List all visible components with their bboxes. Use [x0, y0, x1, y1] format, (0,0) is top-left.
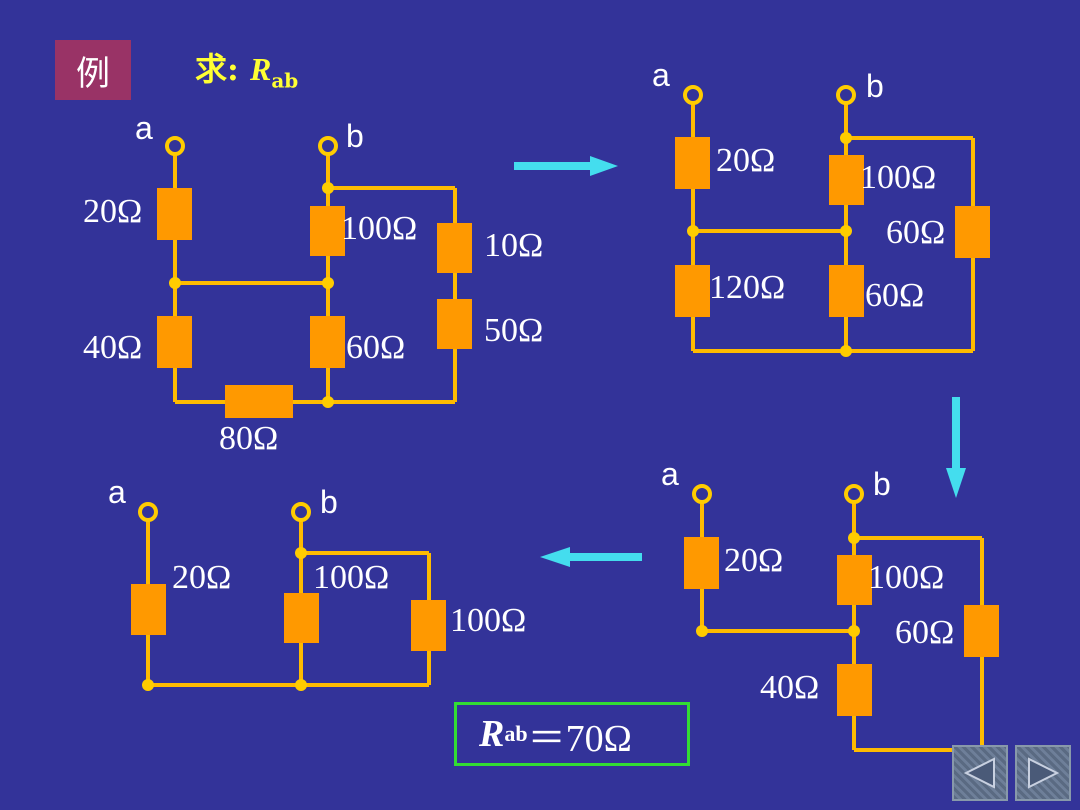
resistor-label-r3: 60Ω — [886, 214, 946, 251]
resistor-label-r5: 40Ω — [83, 329, 143, 366]
node-label-a: a — [661, 456, 679, 492]
result-subscript: ab — [504, 721, 528, 746]
title-variable: R — [249, 51, 272, 87]
node-label-b: b — [873, 466, 891, 502]
resistor-label-r3: 100Ω — [450, 602, 527, 639]
triangle-right-icon — [1028, 757, 1060, 789]
circuit-4-resistors — [131, 584, 446, 651]
resistor-label-r5: 60Ω — [865, 277, 925, 314]
circuit-3-terminals — [692, 484, 864, 504]
resistor-label-r4: 50Ω — [484, 312, 544, 349]
resistor-100-ohm — [837, 555, 872, 605]
node-label-a: a — [652, 57, 670, 93]
resistor-10-ohm — [437, 223, 472, 273]
circuit-1-nodes — [169, 182, 334, 408]
resistor-20-ohm — [684, 537, 719, 589]
node-label-a: a — [108, 474, 126, 510]
resistor-100-ohm — [829, 155, 864, 205]
terminal-a — [683, 85, 703, 105]
circuit-3-nodes — [696, 532, 860, 637]
circuit-3-resistors — [684, 537, 999, 716]
resistor-60-ohm — [955, 206, 990, 258]
resistor-label-r1: 20Ω — [172, 559, 232, 596]
resistor-20-ohm — [675, 137, 710, 189]
resistor-100-ohm-right — [411, 600, 446, 651]
resistor-label-r7: 80Ω — [219, 420, 279, 457]
resistor-60-ohm-lower — [829, 265, 864, 317]
prev-slide-button[interactable] — [952, 745, 1008, 801]
resistor-label-r2: 100Ω — [313, 559, 390, 596]
terminal-b — [291, 502, 311, 522]
terminal-b — [836, 85, 856, 105]
problem-title: 求: Rab — [195, 44, 298, 92]
terminal-a — [692, 484, 712, 504]
resistor-100-ohm — [284, 593, 319, 643]
resistor-100-ohm — [310, 206, 345, 256]
circuit-1-terminals — [165, 136, 338, 156]
example-badge: 例 — [55, 40, 131, 100]
resistor-40-ohm — [157, 316, 192, 368]
node-label-b: b — [320, 484, 338, 520]
node-label-b: b — [346, 118, 364, 154]
result-variable: R — [479, 713, 505, 755]
resistor-label-r4: 40Ω — [760, 669, 820, 706]
resistor-60-ohm — [310, 316, 345, 368]
next-slide-button[interactable] — [1015, 745, 1071, 801]
resistor-40-ohm — [837, 664, 872, 716]
resistor-label-r6: 60Ω — [346, 329, 406, 366]
resistor-label-r1: 20Ω — [724, 542, 784, 579]
circuit-1-resistors — [157, 188, 472, 418]
resistor-20-ohm — [157, 188, 192, 240]
circuit-2-resistors — [675, 137, 990, 317]
resistor-label-r3: 60Ω — [895, 614, 955, 651]
triangle-left-icon — [963, 757, 995, 789]
terminal-b — [318, 136, 338, 156]
circuit-4-nodes — [142, 547, 307, 691]
terminal-a — [165, 136, 185, 156]
arrow-left-icon — [540, 547, 642, 567]
resistor-60-ohm — [964, 605, 999, 657]
resistor-80-ohm — [225, 385, 293, 418]
result-value: ＝70Ω — [527, 717, 632, 760]
title-prefix: 求: — [195, 50, 250, 88]
terminal-a — [138, 502, 158, 522]
resistor-label-r1: 20Ω — [83, 193, 143, 230]
resistor-label-r1: 20Ω — [716, 142, 776, 179]
resistor-label-r2: 100Ω — [868, 559, 945, 596]
circuit-2-nodes — [687, 132, 852, 357]
circuit-2-terminals — [683, 85, 856, 105]
node-label-b: b — [866, 68, 884, 104]
node-label-a: a — [135, 110, 153, 146]
title-subscript: ab — [271, 68, 299, 93]
resistor-label-r3: 10Ω — [484, 227, 544, 264]
circuit-4-terminals — [138, 502, 311, 522]
resistor-20-ohm — [131, 584, 166, 635]
resistor-50-ohm — [437, 299, 472, 349]
resistor-120-ohm — [675, 265, 710, 317]
terminal-b — [844, 484, 864, 504]
resistor-label-r2: 100Ω — [341, 210, 418, 247]
arrow-right-icon — [514, 156, 618, 176]
resistor-label-r2: 100Ω — [860, 159, 937, 196]
arrow-down-icon — [946, 397, 966, 498]
resistor-label-r4: 120Ω — [709, 269, 786, 306]
